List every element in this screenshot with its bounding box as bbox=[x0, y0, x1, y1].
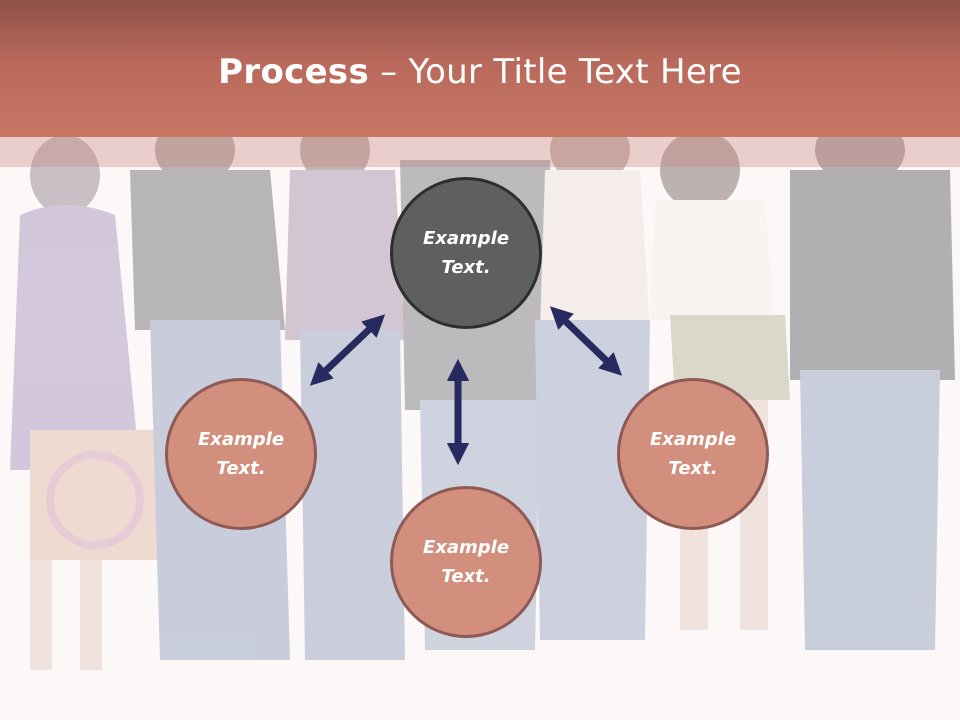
node-right[interactable]: Example Text. bbox=[617, 378, 769, 530]
node-bottom-line2: Text. bbox=[441, 566, 491, 587]
node-left-text: Example Text. bbox=[198, 425, 284, 483]
node-center-text: Example Text. bbox=[423, 224, 509, 282]
slide-title: Process – Your Title Text Here bbox=[0, 52, 960, 92]
node-right-line1: Example bbox=[649, 429, 737, 450]
node-center[interactable]: Example Text. bbox=[390, 177, 542, 329]
node-left[interactable]: Example Text. bbox=[165, 378, 317, 530]
title-bar-shadow bbox=[0, 137, 960, 167]
node-bottom[interactable]: Example Text. bbox=[390, 486, 542, 638]
node-center-line1: Example bbox=[422, 228, 510, 249]
node-bottom-text: Example Text. bbox=[423, 533, 509, 591]
node-center-line2: Text. bbox=[441, 257, 491, 278]
node-right-text: Example Text. bbox=[650, 425, 736, 483]
slide-title-rest: – Your Title Text Here bbox=[369, 52, 742, 92]
slide-title-bold: Process bbox=[218, 52, 370, 92]
node-left-line2: Text. bbox=[216, 458, 266, 479]
node-bottom-line1: Example bbox=[422, 537, 510, 558]
node-left-line1: Example bbox=[197, 429, 285, 450]
title-bar bbox=[0, 0, 960, 137]
node-right-line2: Text. bbox=[668, 458, 718, 479]
